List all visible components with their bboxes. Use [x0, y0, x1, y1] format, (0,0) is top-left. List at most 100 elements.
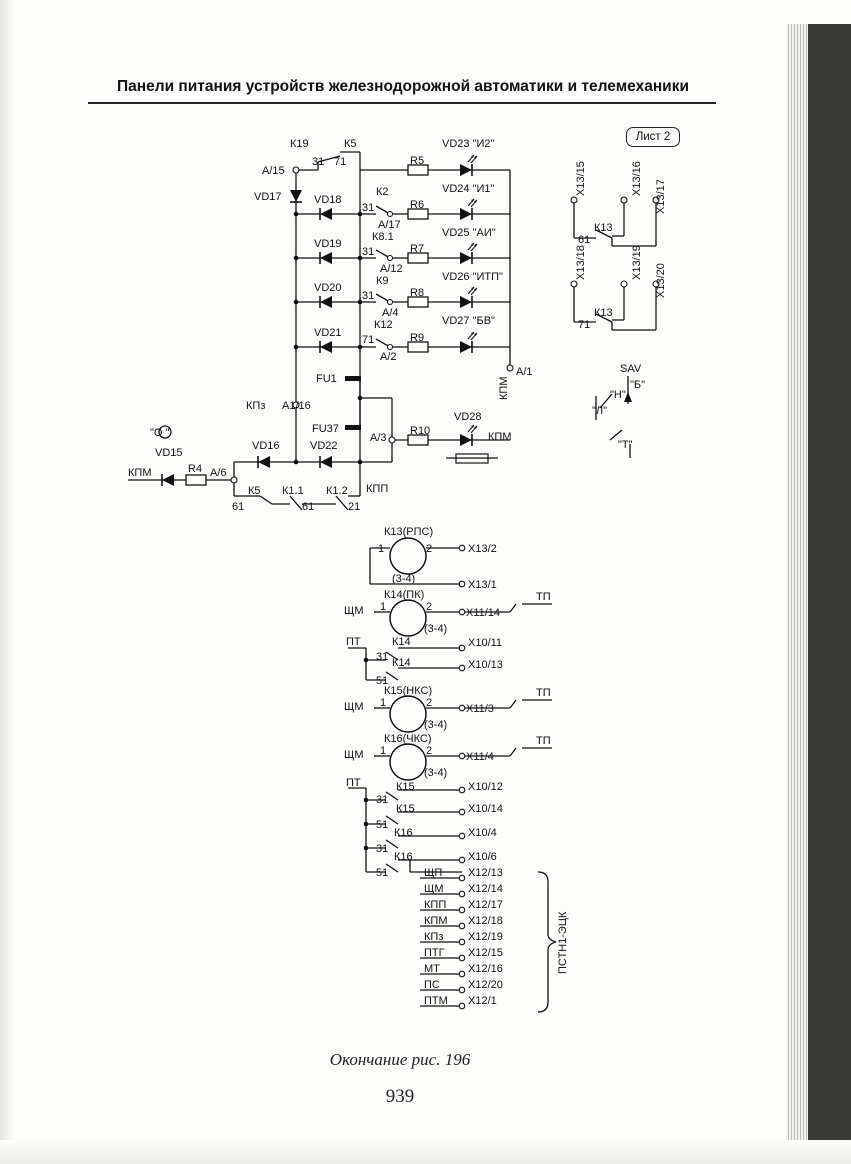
label-r7: R7 [410, 243, 424, 255]
label-x10-6: Х10/6 [468, 851, 497, 863]
label-r5: R5 [410, 155, 424, 167]
label-k13-rps: К13(РПС) [384, 526, 433, 538]
label-x10-11: Х10/11 [468, 637, 502, 649]
label-vd18: VD18 [314, 194, 342, 206]
label-x13-20: Х13/20 [655, 263, 667, 298]
label-k16-pin2: 2 [426, 745, 432, 757]
label-vd16: VD16 [252, 440, 280, 452]
figure-caption: Окончание рис. 196 [329, 1050, 471, 1069]
label-c21: 21 [348, 501, 360, 513]
label-c31-k16: 31 [376, 843, 388, 855]
label-k16-34: (3-4) [424, 767, 447, 779]
label-k19: К19 [290, 138, 309, 150]
output-terminal: Х12/18 [468, 915, 503, 927]
label-a3: А/3 [370, 432, 387, 444]
label-c31: 31 [312, 156, 324, 168]
label-a2: А/2 [380, 351, 397, 363]
output-terminal: Х12/19 [468, 931, 503, 943]
label-k16-chks: К16(ЧКС) [384, 733, 432, 745]
output-terminal: Х12/13 [468, 867, 503, 879]
label-vd23: VD23 "И2" [442, 138, 495, 150]
label-tp-1: ТП [536, 591, 551, 603]
label-k12: К12 [374, 319, 393, 331]
label-k15-pin2: 2 [426, 697, 432, 709]
label-k16-pin1: 1 [380, 745, 386, 757]
label-vd19: VD19 [314, 238, 342, 250]
label-k5b: К5 [248, 485, 261, 497]
label-r8: R8 [410, 287, 424, 299]
output-labels: ЩП ЩМ КПП КПМ КПз ПТГ МТ ПС ПТМ [424, 867, 448, 1007]
label-k15-pin1: 1 [380, 697, 386, 709]
label-horn: "О " [150, 427, 170, 439]
label-k15-contact-a: К15 [396, 781, 415, 793]
output-label: ЩМ [424, 883, 443, 895]
label-b1-contact: 61 [578, 234, 590, 246]
label-r10: R10 [410, 425, 430, 437]
label-c31-k15: 31 [376, 794, 388, 806]
header-rule [88, 102, 716, 104]
output-terminal: Х12/14 [468, 883, 503, 895]
label-pt-2: ПТ [346, 777, 361, 789]
label-c31d: 31 [362, 290, 374, 302]
label-c71: 71 [334, 156, 346, 168]
label-kpm-vertical: КПМ [498, 377, 510, 400]
label-vd21: VD21 [314, 327, 342, 339]
label-vd22: VD22 [310, 440, 338, 452]
label-k14-contact-b: К14 [392, 657, 411, 669]
label-x11-4: Х11/4 [466, 751, 494, 763]
label-k14-contact-a: К14 [392, 636, 411, 648]
label-x11-3: Х11/3 [466, 703, 494, 715]
label-a15: А/15 [262, 165, 285, 177]
output-label: КПз [424, 931, 443, 943]
output-label: ПТМ [424, 995, 448, 1007]
book-spine [808, 24, 851, 1144]
label-fu1: FU1 [316, 373, 337, 385]
label-tp-3: ТП [536, 735, 551, 747]
label-kpp: КПП [366, 483, 388, 495]
label-c31-k14: 31 [376, 651, 388, 663]
output-terminal: Х12/20 [468, 979, 503, 991]
output-label: КПП [424, 899, 446, 911]
output-label: ПТГ [424, 947, 445, 959]
label-x13-18: Х13/18 [575, 245, 587, 280]
label-x10-12: Х10/12 [468, 781, 503, 793]
label-k14-pin2: 2 [426, 601, 432, 613]
label-k16-contact-a: К16 [394, 827, 413, 839]
label-k15-nks: К15(НКС) [384, 685, 432, 697]
label-vd26: VD26 "ИТП" [442, 271, 503, 283]
label-x13-1: Х13/1 [468, 579, 497, 591]
label-c51-k14: 51 [376, 675, 388, 687]
label-x13-2: Х13/2 [468, 543, 497, 555]
label-c51-k15: 51 [376, 819, 388, 831]
output-terminal: Х12/16 [468, 963, 503, 975]
sheet-label: Лист 2 [626, 127, 680, 147]
label-k14-34: (3-4) [424, 623, 447, 635]
label-fu37: FU37 [312, 423, 339, 435]
label-c61b: 61 [302, 501, 314, 513]
label-vd27: VD27 "БВ" [442, 315, 495, 327]
label-sav-h: "Н" [610, 389, 626, 401]
label-k13-34: (3-4) [392, 573, 415, 585]
label-a4: А/4 [382, 307, 399, 319]
label-vd25: VD25 "АИ" [442, 227, 496, 239]
label-a6: А/6 [210, 467, 227, 479]
label-shm-2: ЩМ [344, 701, 363, 713]
label-r4: R4 [188, 463, 202, 475]
label-x11-14: Х11/14 [466, 607, 500, 619]
output-label: МТ [424, 963, 440, 975]
label-c51-k16: 51 [376, 867, 388, 879]
label-k13-pin2: 2 [426, 543, 432, 555]
book-binding [786, 24, 851, 1144]
label-a12: А/12 [380, 263, 403, 275]
label-x13-17: Х13/17 [655, 179, 667, 214]
label-k15-contact-b: К15 [396, 803, 415, 815]
label-k9: К9 [376, 275, 389, 287]
label-a116: А1/16 [282, 400, 311, 412]
label-k14-pin1: 1 [380, 601, 386, 613]
label-vd24: VD24 "И1" [442, 183, 495, 195]
label-x13-16: Х13/16 [631, 161, 643, 196]
label-vd28: VD28 [454, 411, 482, 423]
label-sav-b: "Б" [630, 379, 645, 391]
label-k15-34: (3-4) [424, 719, 447, 731]
output-label: ПС [424, 979, 440, 991]
